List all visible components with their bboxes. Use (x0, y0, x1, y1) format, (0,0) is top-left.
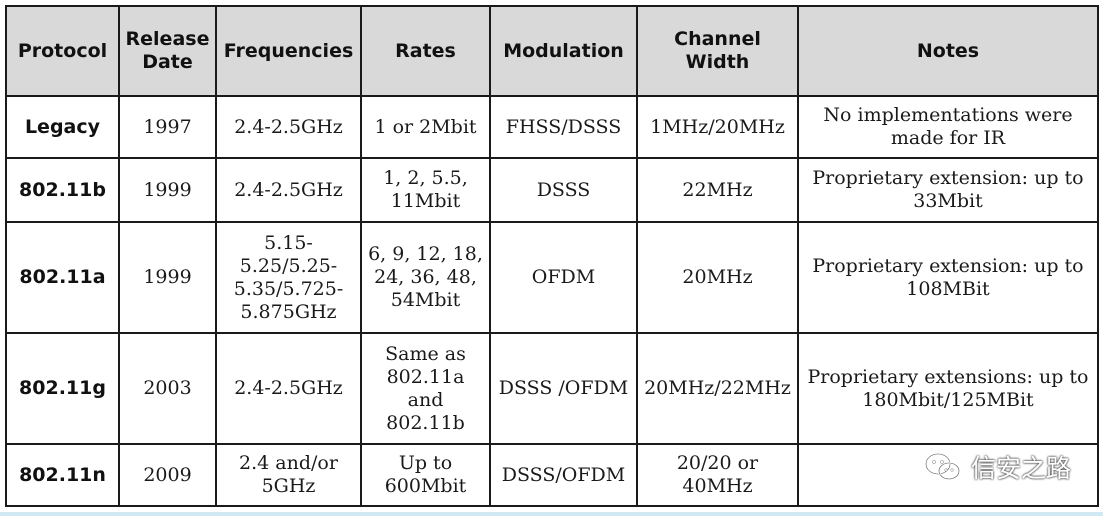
cell-protocol: 802.11g (5, 332, 120, 445)
cell-rates: 1 or 2Mbit (360, 95, 491, 159)
cell-release-date: 1999 (118, 157, 217, 223)
cell-modulation: DSSS (489, 157, 638, 223)
wechat-icon (923, 451, 963, 483)
header-protocol: Protocol (5, 5, 120, 97)
cell-modulation: OFDM (489, 221, 638, 334)
cell-frequencies: 5.15-5.25/5.25-5.35/5.725-5.875GHz (215, 221, 362, 334)
bottom-divider (0, 512, 1103, 516)
cell-channel-width: 20MHz (636, 221, 799, 334)
watermark-text: 信安之路 (970, 454, 1071, 483)
header-modulation: Modulation (489, 5, 638, 97)
cell-modulation: DSSS/OFDM (489, 443, 638, 507)
cell-channel-width: 20MHz/22MHz (636, 332, 799, 445)
watermark: 信安之路 (923, 449, 1071, 485)
cell-channel-width: 1MHz/20MHz (636, 95, 799, 159)
cell-release-date: 1999 (118, 221, 217, 334)
table-row: 802.11a 1999 5.15-5.25/5.25-5.35/5.725-5… (5, 221, 1099, 334)
table-row: Legacy 1997 2.4-2.5GHz 1 or 2Mbit FHSS/D… (5, 95, 1099, 159)
table-row: 802.11b 1999 2.4-2.5GHz 1, 2, 5.5,11Mbit… (5, 157, 1099, 223)
cell-frequencies: 2.4-2.5GHz (215, 332, 362, 445)
header-frequencies: Frequencies (215, 5, 362, 97)
cell-protocol: 802.11n (5, 443, 120, 507)
cell-modulation: DSSS /OFDM (489, 332, 638, 445)
header-notes: Notes (797, 5, 1099, 97)
cell-modulation: FHSS/DSSS (489, 95, 638, 159)
cell-protocol: 802.11b (5, 157, 120, 223)
cell-protocol: 802.11a (5, 221, 120, 334)
cell-release-date: 2003 (118, 332, 217, 445)
cell-frequencies: 2.4-2.5GHz (215, 95, 362, 159)
cell-rates: 1, 2, 5.5,11Mbit (360, 157, 491, 223)
cell-frequencies: 2.4-2.5GHz (215, 157, 362, 223)
cell-protocol: Legacy (5, 95, 120, 159)
cell-rates: 6, 9, 12, 18,24, 36, 48,54Mbit (360, 221, 491, 334)
cell-release-date: 2009 (118, 443, 217, 507)
cell-channel-width: 22MHz (636, 157, 799, 223)
cell-notes (797, 443, 1099, 507)
header-rates: Rates (360, 5, 491, 97)
cell-release-date: 1997 (118, 95, 217, 159)
